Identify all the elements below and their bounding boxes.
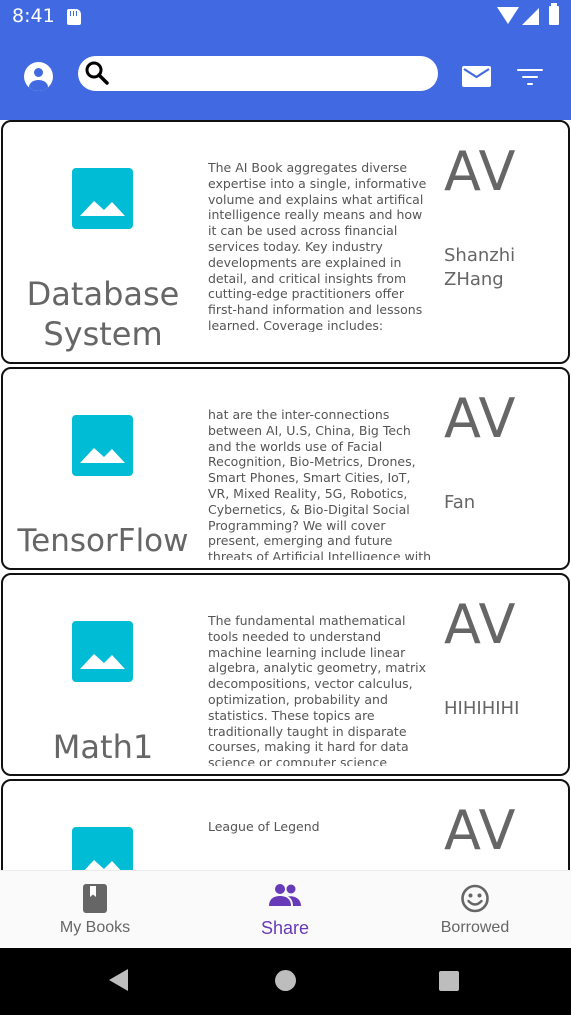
search-icon[interactable] [83, 59, 111, 87]
avatar: AV [444, 140, 517, 203]
account-icon[interactable] [24, 62, 53, 91]
search-bar[interactable] [78, 56, 438, 91]
book-author: Shanzhi ZHang [444, 245, 516, 290]
filter-icon[interactable] [517, 67, 543, 87]
nav-label: My Books [59, 919, 131, 936]
battery-icon [549, 3, 559, 25]
nav-share[interactable]: Share [190, 871, 380, 949]
home-icon[interactable] [275, 970, 296, 991]
book-description: The fundamental mathematical tools neede… [208, 613, 427, 766]
back-icon[interactable] [109, 969, 128, 991]
mail-icon[interactable] [462, 66, 491, 87]
avatar: AV [444, 799, 517, 862]
search-input[interactable] [114, 60, 424, 86]
wifi-icon [497, 7, 519, 24]
status-time: 8:41 [12, 5, 55, 27]
image-placeholder-icon [72, 621, 133, 682]
nav-label: Share [260, 918, 310, 938]
avatar: AV [444, 593, 517, 656]
book-card[interactable]: Math1 The fundamental mathematical tools… [1, 573, 570, 776]
cell-signal-icon [522, 8, 539, 25]
book-description: League of Legend [208, 819, 320, 834]
book-card[interactable]: Database System The AI Book aggregates d… [1, 120, 570, 364]
image-placeholder-icon [72, 415, 133, 476]
recent-apps-icon[interactable] [439, 971, 459, 991]
book-card[interactable]: League of Legend AV [1, 779, 570, 870]
people-icon [269, 884, 301, 906]
book-title: TensorFlow [17, 523, 189, 559]
book-icon [83, 884, 107, 913]
smiley-icon [461, 884, 489, 913]
book-title: Database System [26, 275, 180, 353]
nav-my-books[interactable]: My Books [0, 871, 190, 949]
app-bar: 8:41 [0, 0, 571, 120]
sd-card-icon [67, 9, 81, 25]
book-description: The AI Book aggregates diverse expertise… [208, 160, 427, 332]
book-description: hat are the inter-connections between AI… [208, 407, 432, 560]
book-title: Math1 [52, 728, 154, 766]
book-list[interactable]: Database System The AI Book aggregates d… [0, 120, 571, 870]
nav-borrowed[interactable]: Borrowed [380, 871, 570, 949]
book-author: Fan [444, 492, 476, 513]
bottom-navigation: My Books Share Borrowed [0, 870, 571, 948]
book-card[interactable]: TensorFlow hat are the inter-connections… [1, 367, 570, 570]
book-author: HIHIHIHI [444, 698, 520, 719]
system-navigation-bar [0, 948, 571, 1015]
image-placeholder-icon [72, 168, 133, 229]
nav-label: Borrowed [440, 919, 510, 936]
avatar: AV [444, 387, 517, 450]
image-placeholder-icon [72, 827, 133, 870]
